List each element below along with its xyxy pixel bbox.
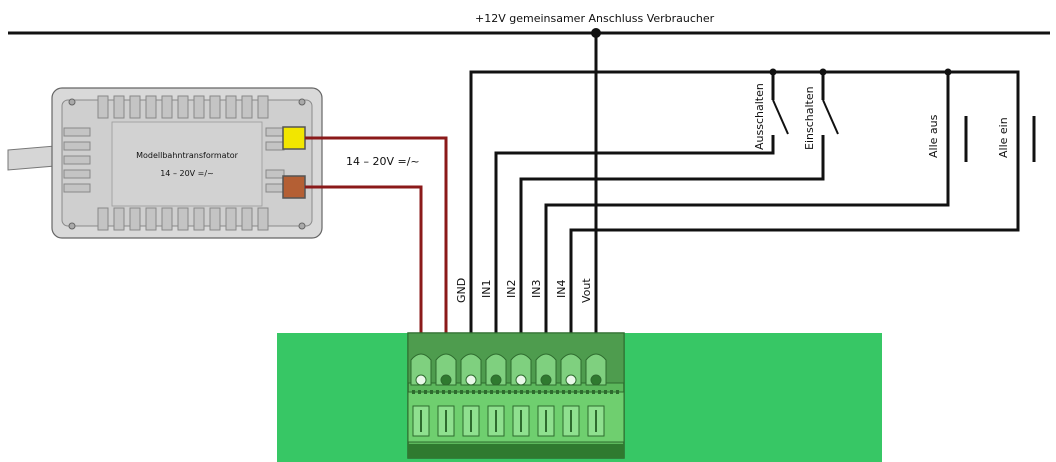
terminal-label-vout: Vout: [580, 278, 593, 303]
button-label-alle-aus: Alle aus: [927, 114, 940, 158]
transformer-cable: [7, 145, 56, 171]
transformer-rating: 14 – 20V =/~: [160, 169, 214, 178]
junction-dot: [819, 68, 827, 76]
terminal-screw: [435, 353, 457, 437]
terminal-label-in1: IN1: [480, 280, 493, 298]
supply-wire-2: [305, 185, 423, 333]
switch-einschalten: [822, 99, 839, 135]
terminal-block: [407, 332, 625, 459]
transformer-name: Modellbahntransformator: [136, 151, 239, 160]
terminal-screw: [510, 353, 532, 437]
junction-dot: [591, 28, 601, 38]
bus-label: +12V gemeinsamer Anschluss Verbraucher: [475, 12, 715, 25]
junction-dot: [769, 68, 777, 76]
switch-ausschalten: [772, 99, 789, 135]
terminal-label-in3: IN3: [530, 280, 543, 298]
terminal-label-in4: IN4: [555, 280, 568, 298]
transformer-terminal-yellow: [282, 126, 306, 150]
gnd-wire: [469, 70, 1020, 333]
in1-wire: [494, 135, 775, 333]
terminal-screw: [535, 353, 557, 437]
in4-wire: [569, 160, 1020, 333]
screw-icon: [298, 98, 306, 106]
in3-wire: [544, 160, 950, 333]
switch-label-ausschalten: Ausschalten: [753, 83, 766, 150]
in2-wire: [519, 135, 825, 333]
transformer-terminal-brown: [282, 175, 306, 199]
screw-icon: [298, 222, 306, 230]
terminal-label-gnd: GND: [455, 278, 468, 303]
switch-label-einschalten: Einschalten: [803, 86, 816, 150]
junction-dot: [944, 68, 952, 76]
button-alle-aus: [946, 116, 968, 162]
terminal-screw: [410, 353, 432, 437]
button-alle-ein: [1016, 116, 1036, 162]
transformer: Modellbahntransformator 14 – 20V =/~: [7, 87, 323, 239]
supply-wire-1: [305, 136, 448, 333]
button-label-alle-ein: Alle ein: [997, 117, 1010, 158]
terminal-screw: [460, 353, 482, 437]
screw-icon: [68, 98, 76, 106]
screw-icon: [68, 222, 76, 230]
supply-voltage-label: 14 – 20V =/~: [346, 155, 420, 168]
terminal-screw: [485, 353, 507, 437]
terminal-screw: [585, 353, 607, 437]
terminal-label-in2: IN2: [505, 280, 518, 298]
terminal-screw: [560, 353, 582, 437]
